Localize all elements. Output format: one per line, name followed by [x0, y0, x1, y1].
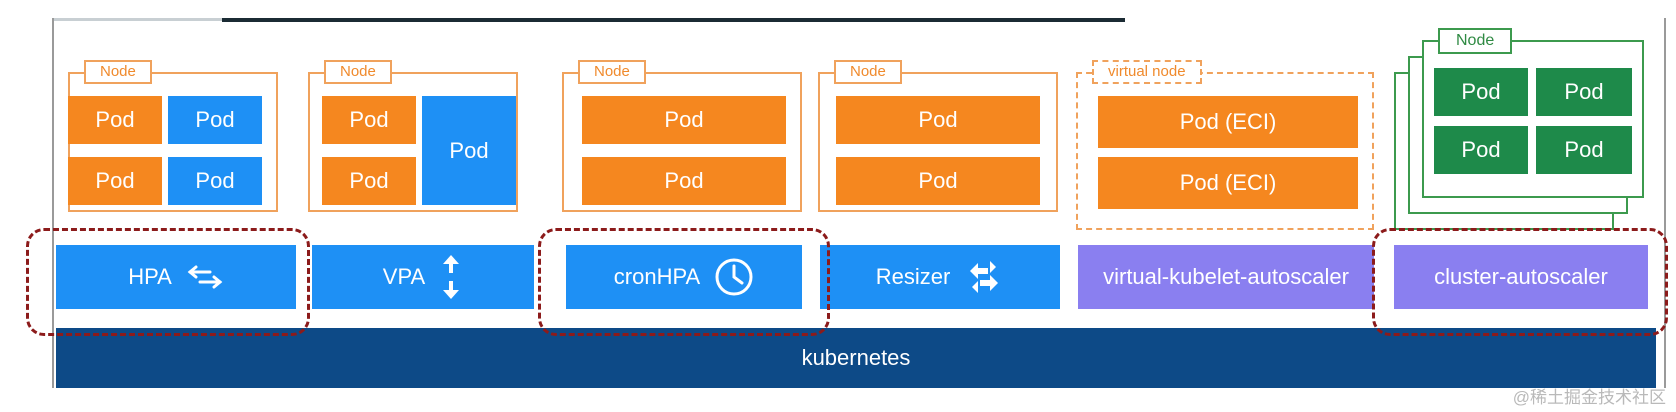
watermark: @稀土掘金技术社区	[1512, 388, 1666, 407]
pod: Pod	[1536, 126, 1632, 174]
diagram-frame	[52, 18, 1666, 388]
pod: Pod	[168, 96, 262, 144]
virtual-node: virtual node	[1076, 60, 1374, 230]
cronhpa-label: cronHPA	[613, 264, 701, 289]
virtual-node-label: virtual node	[1092, 60, 1202, 84]
bidirectional-arrows-icon	[186, 264, 224, 290]
node-label: Node	[834, 60, 902, 84]
pod: Pod	[582, 96, 786, 144]
pod: Pod	[68, 96, 162, 144]
eci-pod: Pod (ECI)	[1098, 157, 1358, 209]
node-vpa: Node	[308, 60, 518, 212]
node-label: Node	[324, 60, 392, 84]
virtual-kubelet-autoscaler-label: virtual-kubelet-autoscaler	[1103, 264, 1349, 289]
cluster-autoscaler-bar[interactable]: cluster-autoscaler	[1394, 245, 1648, 309]
pod: Pod	[422, 96, 516, 205]
window-top-strip	[54, 18, 222, 21]
node-label: Node	[1438, 28, 1513, 54]
cluster-autoscaler-label: cluster-autoscaler	[1434, 264, 1608, 289]
pod: Pod	[68, 157, 162, 205]
pod: Pod	[1434, 68, 1528, 116]
pod: Pod	[1434, 126, 1528, 174]
cluster-autoscaler-highlight	[1372, 228, 1668, 336]
hpa-label: HPA	[128, 264, 172, 289]
hpa-highlight	[26, 228, 310, 336]
hpa-bar[interactable]: HPA	[56, 245, 296, 309]
pod: Pod	[1536, 68, 1632, 116]
pod: Pod	[168, 157, 262, 205]
node-label: Node	[84, 60, 152, 84]
clock-icon	[714, 257, 754, 297]
pod: Pod	[322, 157, 416, 205]
cronhpa-bar[interactable]: cronHPA	[566, 245, 802, 309]
pod: Pod	[836, 96, 1040, 144]
resizer-bar[interactable]: Resizer	[820, 245, 1060, 309]
vpa-bar[interactable]: VPA	[312, 245, 534, 309]
node-resizer: Node	[818, 60, 1058, 212]
node-stack-front: Node	[1422, 28, 1644, 198]
node-cronhpa: Node	[562, 60, 802, 212]
pod: Pod	[836, 157, 1040, 205]
vertical-arrows-icon	[439, 253, 463, 301]
resizer-label: Resizer	[875, 264, 951, 289]
cronhpa-highlight	[538, 228, 830, 336]
window-title-bar	[222, 18, 1125, 22]
kubernetes-base: kubernetes	[56, 328, 1656, 388]
pod: Pod	[322, 96, 416, 144]
vpa-label: VPA	[382, 264, 426, 289]
virtual-kubelet-autoscaler-bar[interactable]: virtual-kubelet-autoscaler	[1078, 245, 1374, 309]
resize-arrows-icon	[964, 257, 1004, 297]
pod: Pod	[582, 157, 786, 205]
node-label: Node	[578, 60, 646, 84]
eci-pod: Pod (ECI)	[1098, 96, 1358, 148]
